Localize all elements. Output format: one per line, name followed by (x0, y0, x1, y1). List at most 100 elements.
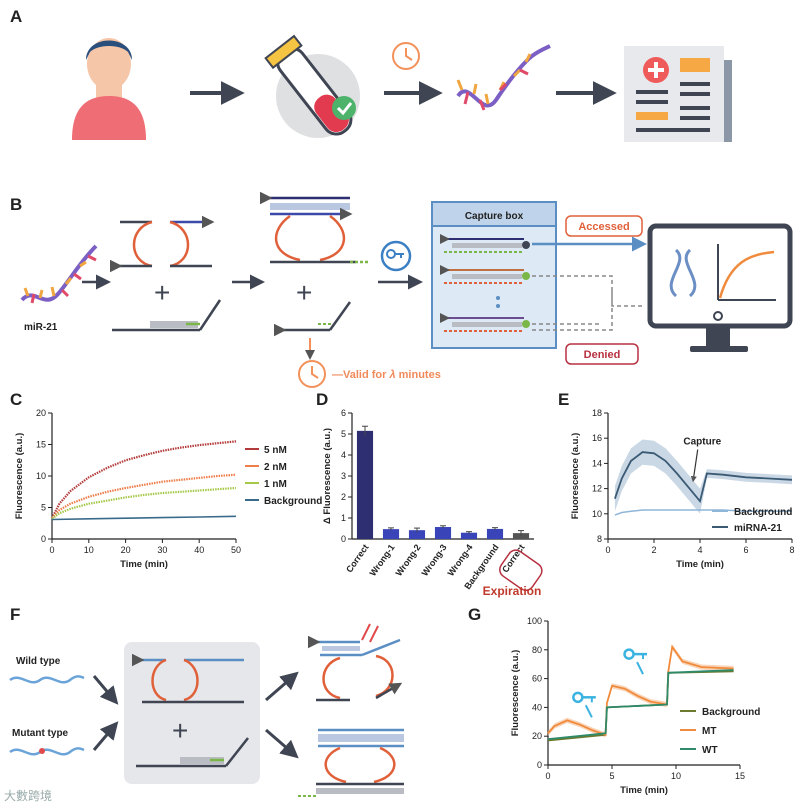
x-tick-label: 2 (651, 545, 656, 555)
x-tick-label: 10 (84, 545, 94, 555)
y-tick-label: 3 (341, 471, 346, 481)
y-tick-label: 20 (36, 408, 46, 418)
key-bow (572, 691, 584, 704)
arrow-f1 (92, 675, 119, 705)
panel-label-f: F (10, 605, 20, 624)
key-icon-2 (623, 648, 648, 675)
y-tick-label: 4 (341, 450, 346, 460)
series-line-mirna-21 (614, 451, 793, 504)
capture-box: Capture box (431, 201, 557, 349)
category-label: Wrong-2 (394, 542, 423, 578)
y-tick-label: 40 (532, 702, 542, 712)
y-axis-title: Fluorescence (a.u.) (14, 433, 25, 520)
legend-label: Background (264, 496, 322, 507)
x-tick-label: 40 (194, 545, 204, 555)
monitor-icon (647, 223, 793, 352)
series-line-background (51, 515, 237, 521)
x-tick-label: 8 (789, 545, 794, 555)
expiration-highlight (499, 549, 543, 592)
category-label: Wrong-3 (420, 542, 449, 578)
y-tick-label: 60 (532, 674, 542, 684)
x-tick-label: 50 (231, 545, 241, 555)
bar-1 (356, 430, 374, 539)
mir-21-label: miR-21 (24, 322, 58, 333)
bar-6 (486, 528, 504, 539)
series-line-5-nm (51, 440, 237, 519)
legend-label: miRNA-21 (734, 523, 782, 534)
x-tick-label: 5 (609, 771, 614, 781)
series-line-mt (547, 644, 734, 737)
legend-label: 1 nM (264, 479, 287, 490)
plus-sign-b1: + (154, 277, 170, 308)
captured-complex (260, 191, 368, 264)
bar-4 (434, 527, 452, 539)
denied-badge (565, 343, 639, 365)
key-arrow (584, 704, 593, 718)
y-tick-label: 1 (341, 513, 346, 523)
x-axis-title: Time (min) (676, 559, 724, 570)
blood-tube-icon (264, 34, 360, 138)
legend-label: 5 nM (264, 445, 287, 456)
timer-icon (298, 360, 326, 388)
rna-strand-icon (456, 44, 551, 111)
x-axis-title: Time (min) (120, 559, 168, 570)
wild-type-label: Wild type (16, 656, 61, 667)
wild-type-strand (9, 675, 85, 684)
watermark: 大數跨境 (4, 789, 53, 803)
panel-label-g: G (468, 605, 481, 624)
y-tick-label: 12 (592, 484, 602, 494)
legend-label: 2 nM (264, 462, 287, 473)
mirna-strand-icon (20, 244, 98, 304)
x-tick-label: 4 (697, 545, 702, 555)
clock-icon (392, 42, 420, 70)
y-axis-title: Fluorescence (a.u.) (510, 650, 521, 737)
key-bow (623, 648, 635, 660)
category-label: Correct (344, 542, 371, 574)
person-icon (72, 38, 146, 140)
product-wild-f (298, 728, 404, 797)
bar-5 (460, 532, 478, 539)
x-tick-label: 10 (671, 771, 681, 781)
helper-duplex-1 (112, 299, 222, 332)
x-tick-label: 30 (157, 545, 167, 555)
mutant-type-label: Mutant type (12, 728, 69, 739)
y-tick-label: 0 (537, 760, 542, 770)
panel-label-c: C (10, 390, 22, 409)
key-circle-icon (380, 240, 412, 272)
reaction-box-f: + (124, 642, 260, 784)
y-tick-label: 5 (341, 429, 346, 439)
panel-label-d: D (316, 390, 328, 409)
y-tick-label: 100 (527, 616, 542, 626)
panel-label-e: E (558, 390, 569, 409)
series-line-2-nm (51, 473, 237, 519)
helper-duplex-2 (274, 301, 352, 337)
report-icon (624, 46, 732, 142)
plus-sign-b2: + (296, 277, 312, 308)
mirna-21-band (614, 439, 792, 514)
x-axis-title: Time (min) (620, 785, 668, 796)
category-label: Correct (500, 542, 527, 574)
arrow-f3 (265, 671, 299, 702)
hairpin-probe-1 (110, 215, 215, 273)
key-arrow (636, 661, 644, 675)
series-line-wt (547, 669, 734, 740)
y-tick-label: 2 (341, 492, 346, 502)
series-line-background (614, 509, 792, 516)
x-tick-label: 15 (735, 771, 745, 781)
y-tick-label: 10 (36, 471, 46, 481)
y-tick-label: 15 (36, 440, 46, 450)
x-tick-label: 0 (545, 771, 550, 781)
capture-arrow (690, 449, 699, 483)
capture-box-title: Capture box (465, 211, 524, 222)
expiration-label: Expiration (483, 584, 542, 598)
y-tick-label: 80 (532, 645, 542, 655)
y-tick-label: 8 (597, 534, 602, 544)
legend-label: Background (734, 507, 792, 518)
panel-label-b: B (10, 195, 22, 214)
panel-label-a: A (10, 7, 22, 26)
category-label: Wrong-1 (368, 542, 397, 578)
legend-label: Background (702, 707, 760, 718)
product-mutant-f (308, 623, 403, 702)
svg-text:+: + (172, 715, 188, 746)
